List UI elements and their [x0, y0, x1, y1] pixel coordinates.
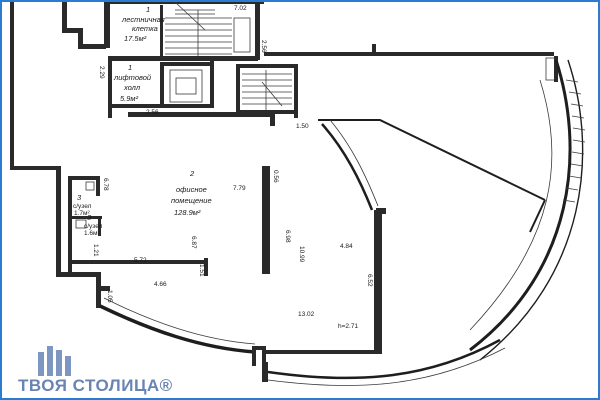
- dim-466: 4.66: [154, 281, 167, 288]
- dim-687: 6.87: [190, 236, 197, 249]
- office-walls: [68, 112, 275, 276]
- staircase-2: [236, 64, 298, 118]
- watermark-text: ТВОЯ СТОЛИЦА®: [18, 376, 173, 395]
- dim-151: 1.51: [198, 264, 205, 277]
- room-office-name2: помещение: [171, 196, 212, 205]
- dim-1099: 10.99: [298, 246, 305, 263]
- room-elevator-name1: лифтовой: [113, 73, 152, 82]
- room-wc1-name: с/узел: [73, 203, 92, 210]
- room-stair-name1: лестничная: [121, 15, 165, 24]
- room-wc2-area: 1.6м²: [84, 230, 101, 237]
- dim-572: 5.72: [134, 257, 147, 264]
- dim-150: 1.50: [296, 123, 309, 130]
- dim-256-horizontal: 2.56: [146, 109, 159, 116]
- curved-facade: [99, 119, 506, 386]
- dim-height: h=2.71: [338, 323, 358, 330]
- dim-698: 6.98: [284, 230, 291, 243]
- room-office-name1: офисное: [176, 185, 207, 194]
- room-wc2-name: с/узел: [84, 223, 103, 230]
- room-wc1-number: 3: [77, 193, 82, 202]
- dim-779: 7.79: [233, 185, 246, 192]
- elevator-hall: [108, 60, 214, 118]
- dim-484: 4.84: [340, 243, 353, 250]
- room-stair-area: 17.5м²: [124, 34, 147, 43]
- dim-229: 2.29: [98, 66, 105, 79]
- dim-702: 7.02: [234, 5, 247, 12]
- room-elevator-number: 1: [128, 63, 132, 72]
- building-logo-icon: [38, 346, 71, 376]
- dim-121: 1.21: [92, 244, 99, 257]
- room-stair-number: 1: [146, 5, 150, 14]
- balcony: [264, 44, 586, 361]
- room-stair-name2: клетка: [132, 24, 158, 33]
- room-elevator-name2: холл: [123, 83, 141, 92]
- room-wc1-area: 1.7м²: [74, 210, 91, 217]
- room-office-area: 128.9м²: [174, 208, 201, 217]
- dim-678: 6.78: [102, 178, 109, 191]
- dim-056: 0.56: [272, 170, 279, 183]
- dim-105: 1.05: [106, 290, 113, 303]
- room-wc2-number: 3: [87, 213, 92, 222]
- dimension-labels: 7.02 2.56 2.29 2.56 1.50 6.78 7.79 0.56 …: [92, 5, 373, 330]
- room-elevator-area: 5.9м²: [120, 94, 139, 103]
- dim-652: 6.52: [366, 274, 373, 287]
- watermark: ТВОЯ СТОЛИЦА®: [6, 344, 206, 400]
- staircase: [108, 0, 264, 61]
- room-labels: 1 лестничная клетка 17.5м² 1 лифтовой хо…: [73, 5, 212, 237]
- dim-256-vertical: 2.56: [260, 40, 267, 53]
- dim-1302: 13.02: [298, 311, 315, 318]
- room-office-number: 2: [189, 169, 195, 178]
- outer-walls: [10, 0, 110, 308]
